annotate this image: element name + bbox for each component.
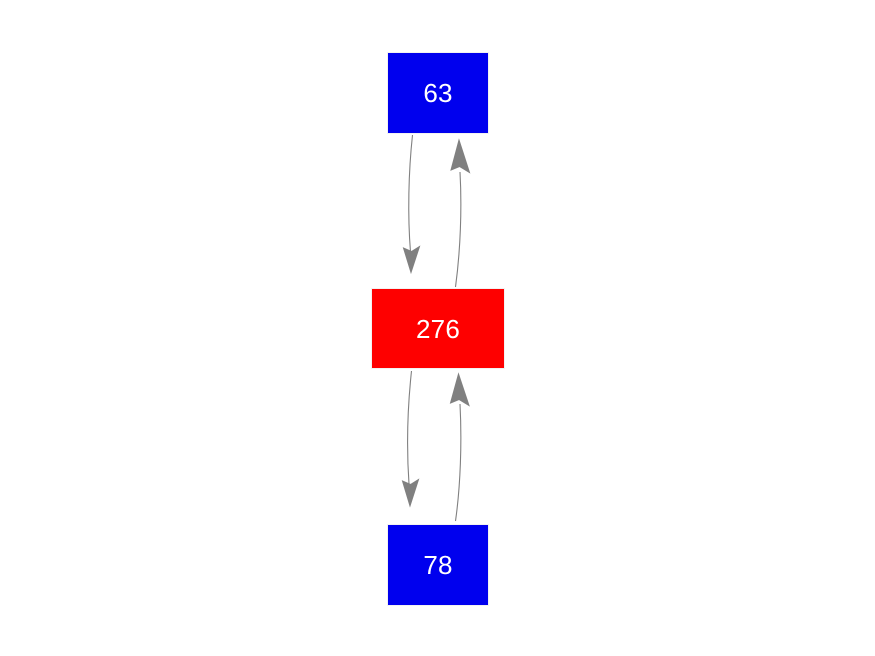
edge-276-to-78 xyxy=(401,370,420,508)
arrowhead-276-63 xyxy=(450,138,471,174)
arrowhead-78-276 xyxy=(449,372,470,407)
graph-node-78[interactable]: 78 xyxy=(387,524,489,606)
edge-276-to-63 xyxy=(450,138,471,288)
node-label-276: 276 xyxy=(416,313,460,344)
node-label-78: 78 xyxy=(423,550,453,580)
edge-63-to-276 xyxy=(402,134,421,275)
edge-path-78-276 xyxy=(454,403,462,522)
arrowhead-276-78 xyxy=(401,478,420,508)
edge-78-to-276 xyxy=(449,372,470,522)
edge-path-63-276 xyxy=(408,134,414,253)
edge-path-276-78 xyxy=(407,370,413,485)
arrowhead-63-276 xyxy=(402,245,421,275)
graph-node-63[interactable]: 63 xyxy=(387,52,489,134)
edge-path-276-63 xyxy=(454,171,462,288)
node-label-63: 63 xyxy=(423,78,453,108)
graph-node-276[interactable]: 276 xyxy=(371,288,505,369)
